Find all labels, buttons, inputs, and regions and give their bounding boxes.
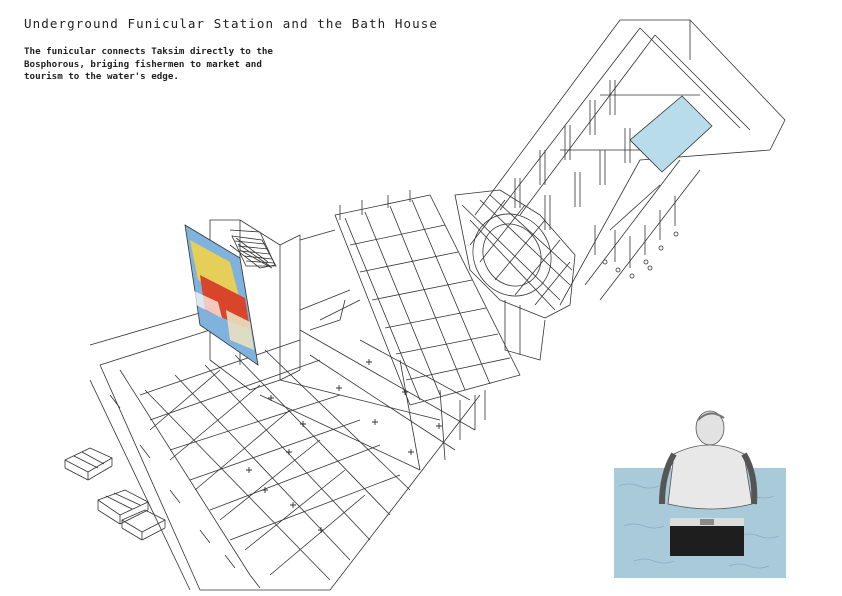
page-title: Underground Funicular Station and the Ba… [24, 16, 439, 31]
station-dome [454, 189, 576, 361]
photo-illustration [614, 410, 786, 578]
pool [629, 95, 713, 173]
description-line: Bosphorous, briging fishermen to market … [24, 58, 262, 70]
benches [64, 447, 166, 541]
grid-markers [246, 359, 442, 533]
column-footings [602, 231, 679, 279]
description-line: The funicular connects Taksim directly t… [24, 46, 273, 57]
description-line: tourism to the water's edge. [24, 71, 179, 82]
lattice-frame [299, 190, 521, 406]
edge-piers [109, 394, 261, 589]
billboard-icon [184, 224, 259, 366]
vent-grille [231, 235, 277, 267]
bather-photo [614, 406, 786, 578]
description: The funicular connects Taksim directly t… [24, 46, 324, 84]
platform-hall [89, 309, 486, 591]
tunnel-columns [514, 80, 676, 268]
